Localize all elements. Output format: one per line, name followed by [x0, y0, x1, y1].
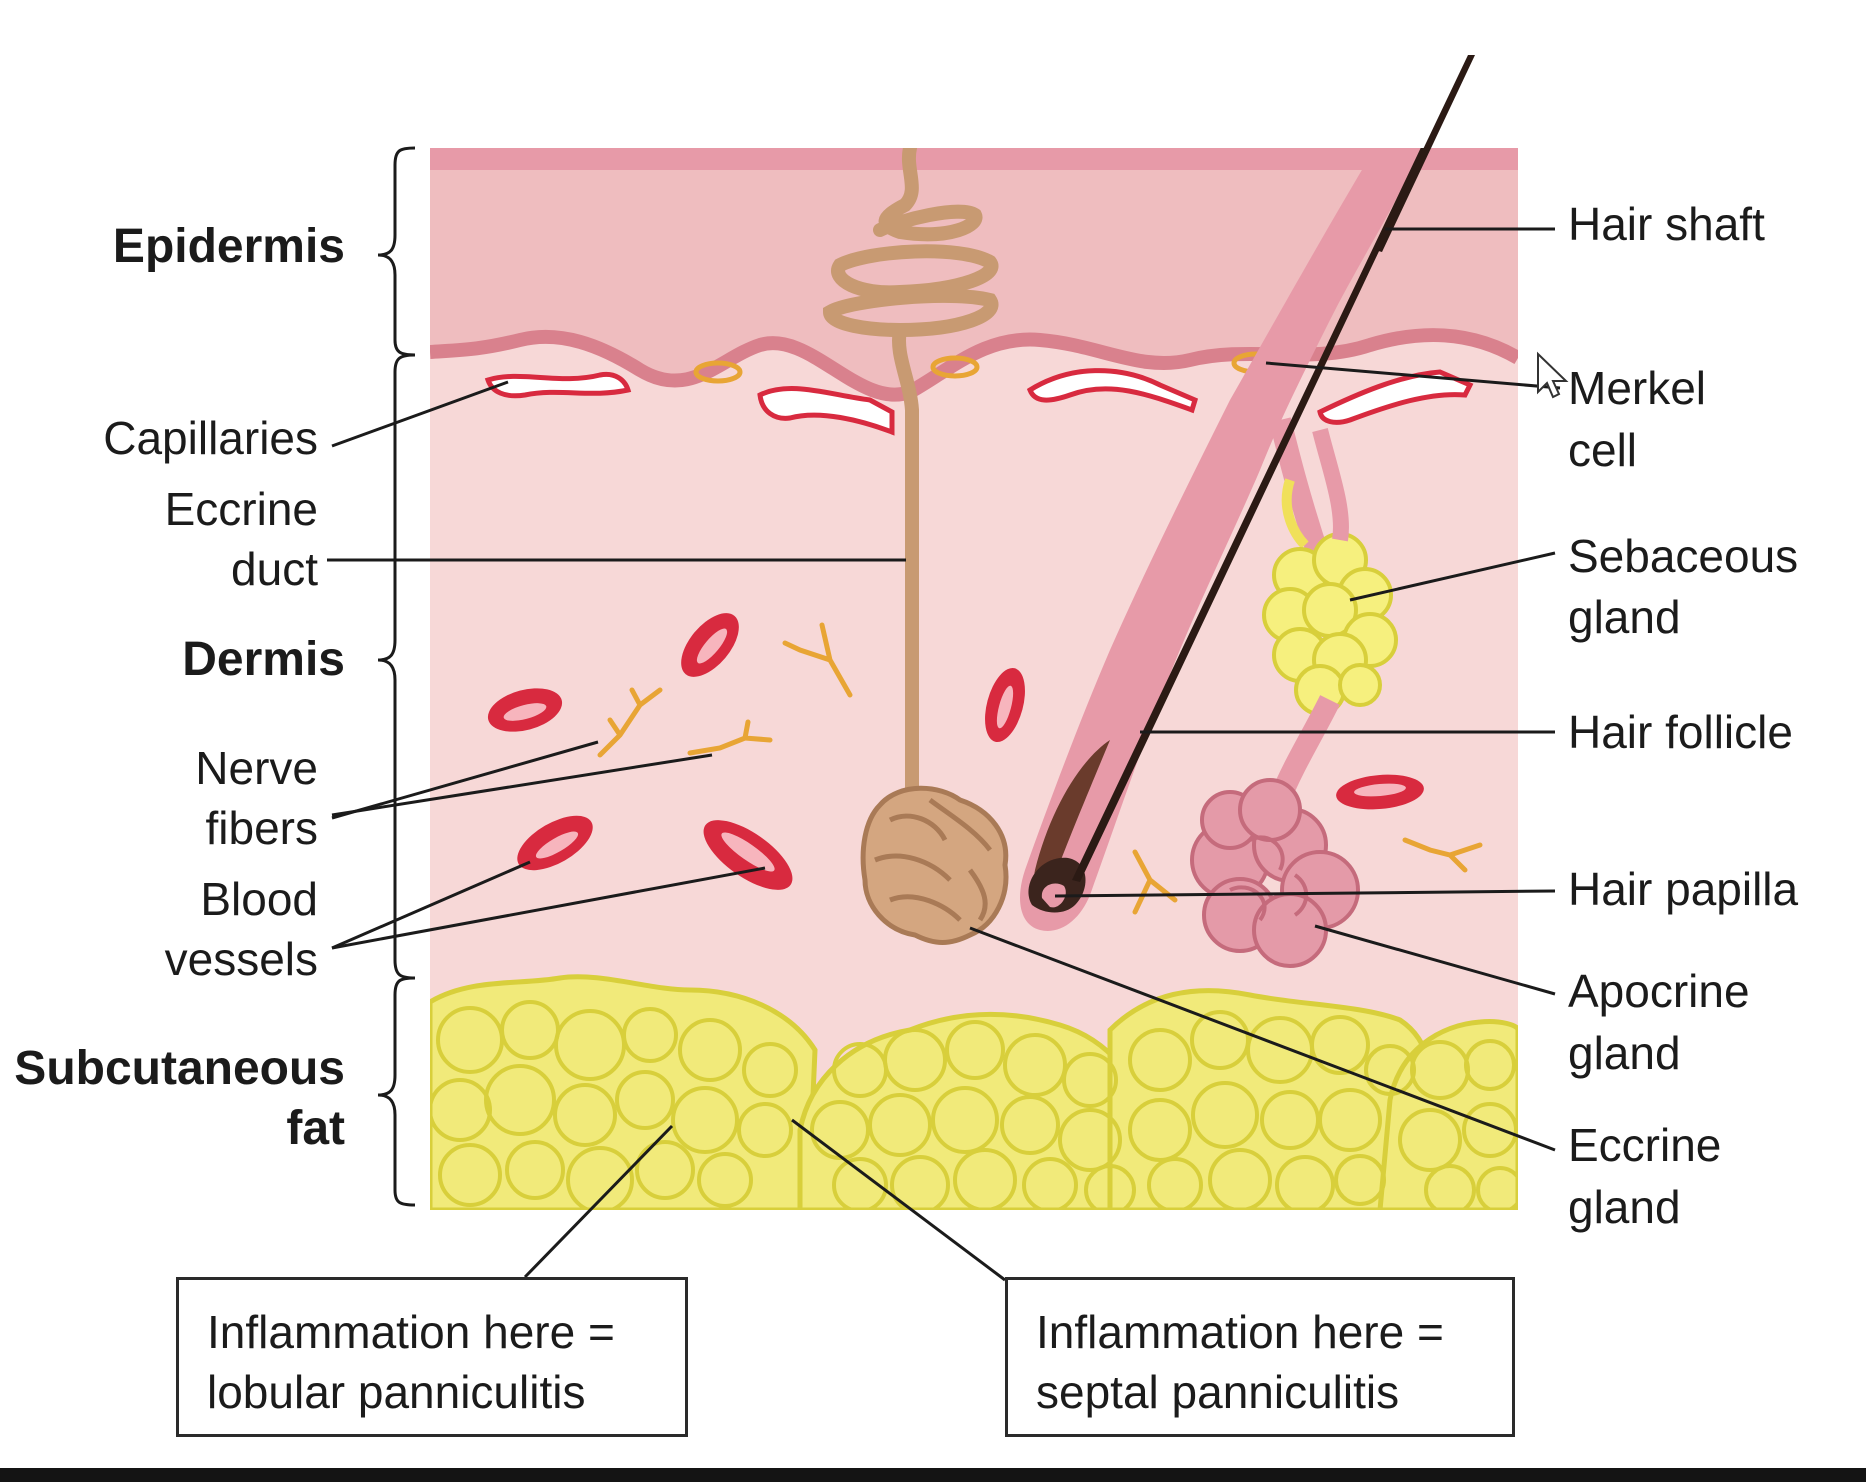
- dermis-label: Dermis: [182, 633, 345, 686]
- capillary: [1317, 369, 1474, 425]
- epidermis-label: Epidermis: [113, 220, 345, 273]
- dermis-bracket: [377, 353, 416, 980]
- merkel-cell-leader: [1265, 361, 1561, 390]
- left-structure-labels: Capillaries Eccrine duct Nerve fibers Bl…: [103, 412, 318, 985]
- apocrine-label-1: Apocrine: [1568, 965, 1750, 1017]
- hair-shaft: [1072, 148, 1428, 882]
- eccrine-gland-label-1: Eccrine: [1568, 1119, 1721, 1171]
- bottom-edge-bar: [0, 1468, 1866, 1482]
- stratum-corneum: [430, 148, 1518, 170]
- hair-papilla-tissue: [1041, 883, 1066, 908]
- merkel-label-2: cell: [1568, 424, 1637, 476]
- epidermis-region: [430, 148, 1518, 395]
- lobular-note-line2: lobular panniculitis: [207, 1366, 586, 1418]
- septal-note-line2: septal panniculitis: [1036, 1366, 1400, 1418]
- epidermis-bracket: [377, 146, 416, 357]
- blood-vessels-leader: [331, 866, 766, 950]
- subcutaneous-fat: [430, 974, 1518, 1210]
- nerve-fibers-label-2: fibers: [206, 802, 318, 854]
- capillaries-leader: [331, 380, 509, 448]
- eccrine-duct-label-1: Eccrine: [165, 483, 318, 535]
- lobular-note-line1: Inflammation here =: [207, 1306, 615, 1358]
- hair-papilla-label: Hair papilla: [1568, 863, 1799, 915]
- septal-panniculitis-note: Inflammation here = septal panniculitis: [1005, 1277, 1515, 1437]
- nerve-fibers-leader: [331, 740, 599, 820]
- hair-papilla-leader: [1054, 889, 1556, 898]
- hair-follicle-label: Hair follicle: [1568, 706, 1793, 758]
- blood-vessels-leader: [331, 860, 531, 950]
- sebaceous-gland: [1259, 417, 1398, 851]
- subcutaneous-label: Subcutaneous: [14, 1042, 345, 1095]
- skin-block: [430, 148, 1518, 1210]
- nerve-fibers: [597, 622, 1483, 915]
- hair-follicle: [1020, 148, 1420, 931]
- layer-brackets: [377, 146, 416, 1207]
- apocrine-label-2: gland: [1568, 1027, 1681, 1079]
- layer-labels: Epidermis Dermis Subcutaneous fat: [14, 220, 345, 1155]
- eccrine-duct: [822, 148, 999, 790]
- sebaceous-leader: [1349, 551, 1556, 602]
- capillary: [757, 386, 895, 436]
- apocrine-gland: [1190, 778, 1360, 968]
- merkel-label-1: Merkel: [1568, 362, 1706, 414]
- lobular-panniculitis-note: Inflammation here = lobular panniculitis: [176, 1277, 688, 1437]
- leader-lines: [327, 227, 1561, 1282]
- eccrine-gland-leader: [969, 926, 1556, 1152]
- hair-shaft-above-skin: [1375, 55, 1475, 252]
- blood-vessels-label-1: Blood: [200, 873, 318, 925]
- nerve-fibers-label-1: Nerve: [195, 742, 318, 794]
- septal-leader: [791, 1118, 1006, 1282]
- eccrine-gland: [860, 785, 1009, 945]
- subcutaneous-bracket: [377, 976, 416, 1207]
- right-structure-labels: Hair shaft Merkel cell Sebaceous gland H…: [1568, 198, 1799, 1233]
- lobular-leader: [523, 1124, 674, 1279]
- hair-shaft-label: Hair shaft: [1568, 198, 1765, 250]
- eccrine-gland-label-2: gland: [1568, 1181, 1681, 1233]
- sebaceous-label-2: gland: [1568, 591, 1681, 643]
- nerve-fibers-leader: [331, 753, 713, 817]
- mouse-cursor-icon: [1537, 351, 1569, 399]
- blood-vessels-label-2: vessels: [165, 933, 318, 985]
- eccrine-duct-label-2: duct: [231, 543, 318, 595]
- capillaries: [484, 368, 1474, 436]
- capillary: [484, 371, 632, 399]
- capillaries-label: Capillaries: [103, 412, 318, 464]
- apocrine-leader: [1314, 924, 1556, 996]
- septal-note-line1: Inflammation here =: [1036, 1306, 1444, 1358]
- capillary: [1026, 368, 1199, 414]
- sebaceous-label-1: Sebaceous: [1568, 530, 1798, 582]
- fat-label: fat: [286, 1102, 345, 1155]
